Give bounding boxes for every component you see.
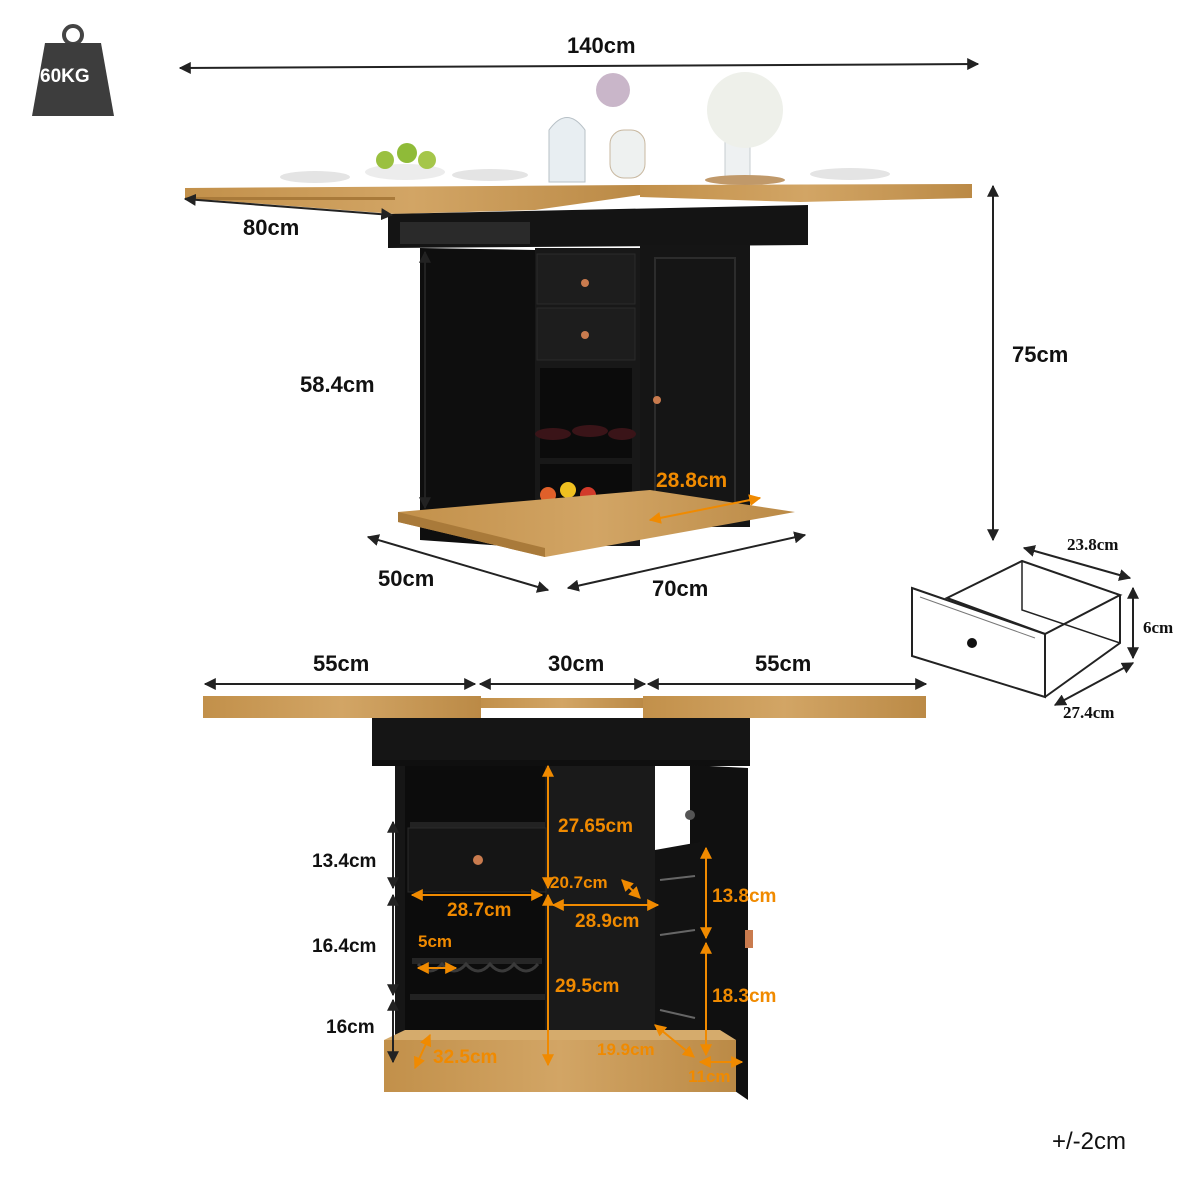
floor-depth-label: 32.5cm — [433, 1047, 498, 1068]
bottom-height-label: 16cm — [326, 1017, 375, 1038]
drawer-height-label: 6cm — [1143, 618, 1174, 637]
leaf-right-label: 55cm — [755, 651, 812, 676]
table-front-view — [203, 696, 926, 1100]
wine-bottles-decor — [535, 425, 636, 440]
wine-rack-height-label: 16.4cm — [312, 936, 377, 957]
tabletop-decor — [280, 72, 890, 185]
total-width-label: 140cm — [567, 33, 636, 58]
inner-depth-label: 28.8cm — [656, 469, 728, 492]
door-lower-label: 18.3cm — [712, 986, 777, 1007]
bottle-slot-label: 5cm — [418, 932, 453, 951]
cabinet-height-label: 58.4cm — [300, 372, 375, 397]
door-upper-label: 13.8cm — [712, 886, 777, 907]
shelf-width-label: 28.7cm — [447, 900, 512, 921]
base-depth-label: 50cm — [378, 566, 435, 591]
middle-width-label: 28.9cm — [575, 911, 640, 932]
weight-label: 60KG — [40, 66, 90, 87]
drawer-section-label: 13.4cm — [312, 851, 377, 872]
lower-height-label: 29.5cm — [555, 976, 620, 997]
door-shelf-depth-label: 11cm — [688, 1067, 731, 1086]
table-perspective-view — [185, 72, 972, 557]
open-height-label: 27.65cm — [558, 816, 634, 837]
table-height-label: 75cm — [1012, 342, 1069, 367]
base-width-label: 70cm — [652, 576, 709, 601]
drawer-knob-icon — [967, 638, 977, 648]
door-floor-label: 19.9cm — [597, 1040, 655, 1059]
drawer-diagram — [911, 559, 1123, 699]
middle-depth-label: 20.7cm — [550, 873, 608, 892]
tolerance-label: +/-2cm — [1052, 1128, 1127, 1155]
drawer-width-label: 23.8cm — [1067, 535, 1119, 554]
drawer-depth-label: 27.4cm — [1063, 703, 1115, 722]
weight-icon — [32, 24, 114, 116]
leaf-left-label: 55cm — [313, 651, 370, 676]
center-width-label: 30cm — [548, 651, 605, 676]
table-depth-label: 80cm — [243, 215, 300, 240]
